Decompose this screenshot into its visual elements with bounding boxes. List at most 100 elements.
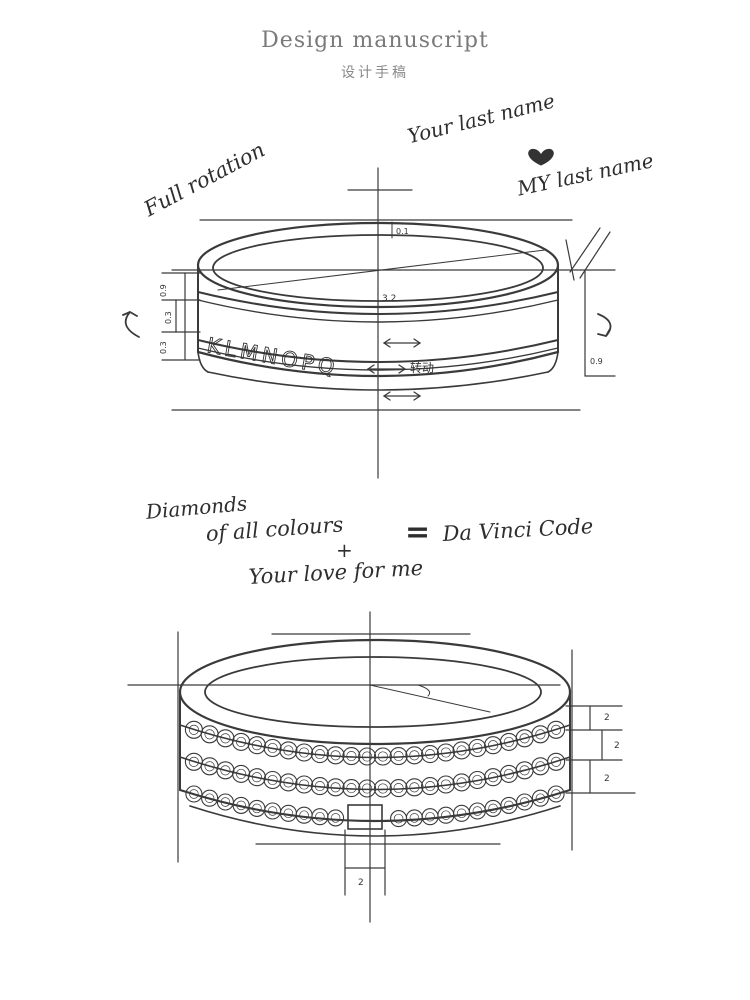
diamond-facet bbox=[551, 789, 561, 799]
diamond-facet bbox=[440, 747, 451, 758]
diamond-facet bbox=[362, 783, 373, 794]
diamond-facet bbox=[425, 811, 435, 822]
diamond-facet bbox=[362, 751, 373, 762]
rotate-note: 转动 bbox=[410, 360, 434, 375]
dim-row3: 2 bbox=[604, 774, 610, 784]
diamond-facet bbox=[409, 813, 420, 823]
heart-icon bbox=[528, 148, 554, 166]
diamond-facet bbox=[377, 751, 388, 762]
diamond-facet bbox=[409, 782, 420, 793]
dim-upper-band: 0.3 bbox=[164, 311, 173, 324]
diamond-facet bbox=[409, 750, 420, 761]
diamond-stone bbox=[185, 785, 203, 803]
engraving-text: KLMNOPQ bbox=[205, 333, 340, 380]
diamond-facet bbox=[251, 772, 262, 783]
diamond-stone bbox=[310, 745, 329, 764]
diamond-facet bbox=[315, 811, 325, 822]
diamond-facet bbox=[393, 751, 404, 762]
dim-height-total: 0.9 bbox=[159, 284, 168, 297]
diamond-stone bbox=[405, 746, 424, 765]
page-title: Design manuscript bbox=[261, 28, 489, 53]
diamond-stone bbox=[421, 777, 440, 796]
diamond-stone bbox=[295, 775, 314, 794]
diamond-facet bbox=[314, 749, 325, 760]
ring-sketch-2 bbox=[127, 611, 636, 923]
diamond-stone bbox=[405, 778, 424, 797]
diamond-facet bbox=[488, 803, 498, 814]
slogan-plus: + bbox=[336, 538, 353, 562]
diamond-facet bbox=[236, 800, 246, 811]
diamond-facet bbox=[503, 736, 514, 747]
diamond-facet bbox=[220, 733, 231, 744]
diamond-facet bbox=[393, 813, 404, 824]
diamond-facet bbox=[204, 729, 215, 740]
diamond-stone bbox=[547, 720, 566, 739]
diamond-facet bbox=[535, 729, 546, 740]
diamond-facet bbox=[283, 777, 294, 788]
diamond-facet bbox=[519, 765, 530, 776]
diamond-facet bbox=[519, 797, 530, 807]
diamond-stone bbox=[263, 770, 282, 790]
ring-sketch-1 bbox=[122, 167, 616, 479]
diamond-facet bbox=[299, 747, 310, 758]
diamond-stone bbox=[421, 808, 439, 826]
diamond-stone bbox=[358, 779, 377, 798]
diamond-facet bbox=[283, 745, 294, 756]
diamond-stone bbox=[295, 743, 314, 762]
diamond-stone bbox=[405, 809, 423, 827]
diamond-stone bbox=[373, 747, 392, 766]
diamond-facet bbox=[220, 797, 231, 807]
diamond-stone bbox=[452, 773, 471, 792]
diamond-facet bbox=[267, 742, 278, 754]
diamond-facet bbox=[504, 800, 514, 811]
diamond-facet bbox=[220, 765, 231, 776]
diamond-facet bbox=[535, 793, 546, 803]
dim-bottom: 2 bbox=[358, 878, 364, 888]
diamond-facet bbox=[283, 808, 294, 819]
diamond-facet bbox=[488, 740, 499, 751]
diamond-stone bbox=[279, 773, 298, 792]
diamond-stone bbox=[342, 747, 361, 766]
diamond-stone bbox=[201, 789, 219, 807]
diamond-stone bbox=[247, 768, 266, 787]
diamond-stone bbox=[310, 777, 329, 796]
diamond-stone bbox=[389, 747, 408, 766]
diamond-facet bbox=[330, 782, 341, 793]
diamond-facet bbox=[440, 779, 451, 790]
diamond-stone bbox=[279, 741, 298, 760]
diamond-facet bbox=[551, 756, 562, 767]
diamond-facet bbox=[551, 724, 562, 735]
diamond-facet bbox=[299, 779, 310, 790]
diamond-facet bbox=[330, 813, 341, 823]
diamond-facet bbox=[204, 793, 215, 803]
page-subtitle: 设计手稿 bbox=[341, 65, 409, 81]
diamond-stone bbox=[327, 809, 345, 827]
diamond-facet bbox=[393, 783, 404, 794]
diamond-facet bbox=[456, 745, 467, 756]
diamond-facet bbox=[503, 768, 514, 779]
diamond-facet bbox=[252, 803, 262, 814]
diamond-stones bbox=[184, 720, 566, 828]
diamond-stone bbox=[421, 745, 440, 764]
diamond-stone bbox=[390, 810, 408, 828]
diamond-facet bbox=[472, 742, 483, 754]
rotate-left-arrow-icon bbox=[122, 310, 140, 338]
diamond-stone bbox=[263, 738, 282, 758]
dim-middle-band: 0.3 bbox=[159, 341, 168, 354]
diamond-facet bbox=[204, 761, 215, 772]
diamond-stone bbox=[436, 775, 455, 794]
diamond-stone bbox=[468, 770, 487, 790]
diamond-stone bbox=[342, 779, 361, 798]
diamond-facet bbox=[425, 749, 436, 760]
dim-center: 3.2 bbox=[382, 294, 396, 304]
dim-side: 0.9 bbox=[590, 357, 603, 366]
diamond-stone bbox=[358, 747, 377, 766]
diamond-stone bbox=[389, 779, 408, 798]
diamond-facet bbox=[330, 750, 341, 761]
diamond-stone bbox=[547, 752, 566, 771]
diamond-facet bbox=[346, 783, 357, 794]
diamond-facet bbox=[377, 783, 388, 794]
diamond-stone bbox=[516, 793, 534, 811]
diamond-facet bbox=[535, 761, 546, 772]
